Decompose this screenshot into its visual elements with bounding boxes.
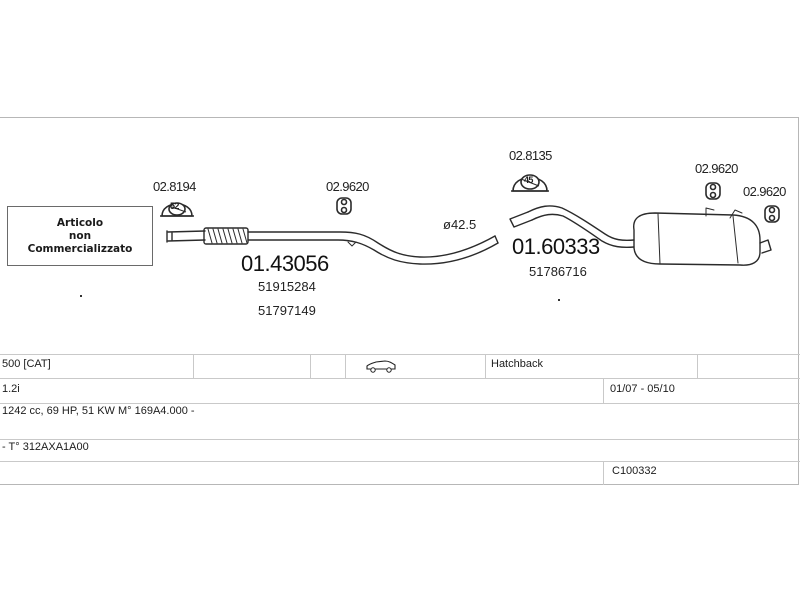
engine-spec: 1242 cc, 69 HP, 51 KW M° 169A4.000 - <box>2 405 195 417</box>
rear-clamp-icon <box>511 174 549 192</box>
rear-clamp-size: 45 <box>524 175 533 185</box>
notice-line-2: non <box>68 229 92 242</box>
front-pipe-oe-2: 51797149 <box>258 303 316 318</box>
type-code: - T° 312AXA1A00 <box>2 441 89 453</box>
front-clamp-code: 02.8194 <box>153 179 196 194</box>
rear-silencer-drawing <box>509 205 772 266</box>
front-clamp-size: 52 <box>170 201 179 211</box>
table-row: 1242 cc, 69 HP, 51 KW M° 169A4.000 - <box>0 404 800 440</box>
notice-line-3: Commercializzato <box>27 242 133 255</box>
rear-silencer-oe-1: 51786716 <box>529 264 587 279</box>
table-row: - T° 312AXA1A00 <box>0 440 800 462</box>
not-available-notice: Articolo non Commercializzato <box>7 206 153 266</box>
front-clamp-icon <box>160 202 194 217</box>
car-hatchback-icon <box>365 359 397 376</box>
rear-silencer-part-number: 01.60333 <box>512 234 600 259</box>
catalog-code: C100332 <box>612 465 657 477</box>
rear-hanger-2-code: 02.9620 <box>743 184 786 199</box>
mid-hanger-code: 02.9620 <box>326 179 369 194</box>
exhaust-diagram <box>0 118 800 354</box>
engine-size: 1.2i <box>2 383 20 395</box>
pipe-diameter: ø42.5 <box>443 217 477 232</box>
marker-dot <box>80 295 82 297</box>
rear-hanger-1-icon <box>705 182 721 200</box>
table-row: 1.2i 01/07 - 05/10 <box>0 379 800 404</box>
mid-hanger-icon <box>336 197 352 215</box>
rear-clamp-code: 02.8135 <box>509 148 552 163</box>
rear-hanger-2-icon <box>764 205 780 223</box>
notice-line-1: Articolo <box>56 216 104 229</box>
rear-hanger-1-code: 02.9620 <box>695 161 738 176</box>
table-row: C100332 <box>0 462 800 485</box>
front-pipe-part-number: 01.43056 <box>241 251 329 276</box>
front-pipe-oe-1: 51915284 <box>258 279 316 294</box>
marker-dot <box>558 299 560 301</box>
vehicle-model: 500 [CAT] <box>2 358 51 370</box>
diagram-frame <box>0 117 799 485</box>
production-dates: 01/07 - 05/10 <box>610 383 675 395</box>
table-row: 500 [CAT] Hatchback <box>0 354 800 379</box>
front-pipe-drawing <box>166 227 499 265</box>
body-type: Hatchback <box>491 358 543 370</box>
